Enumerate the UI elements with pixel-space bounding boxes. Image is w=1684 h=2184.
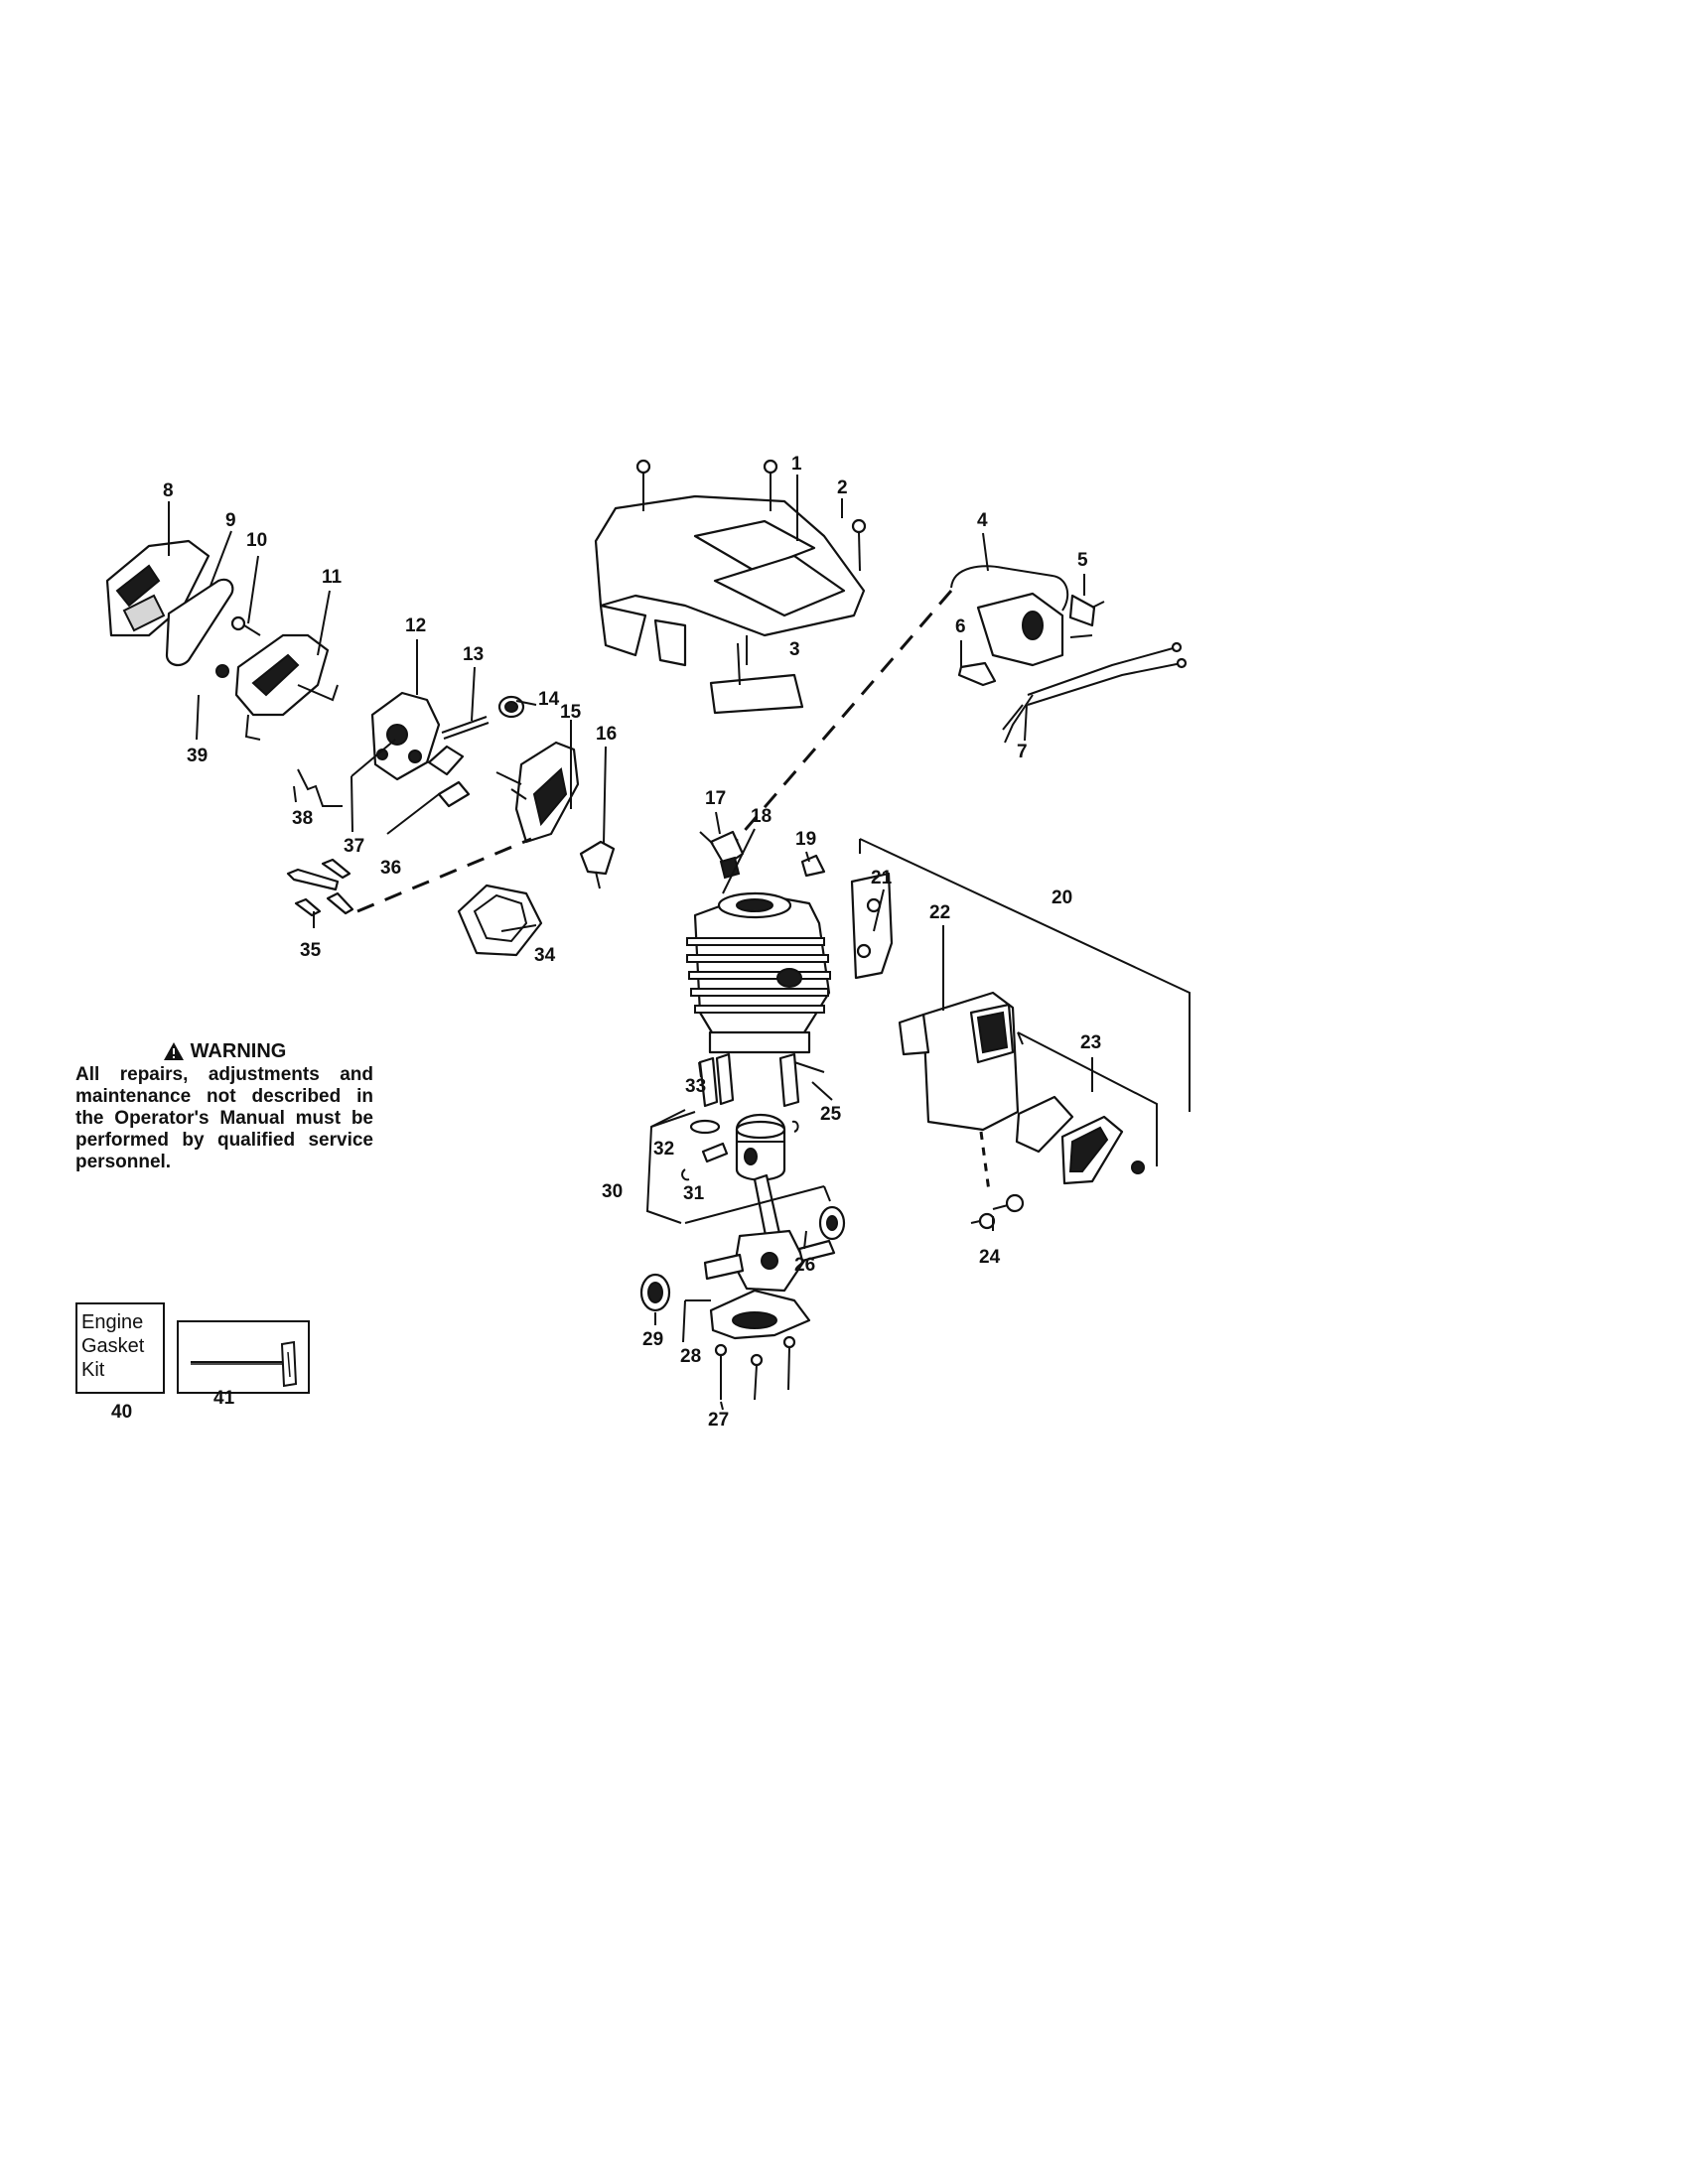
callout-15: 15 [560, 702, 582, 723]
callout-24: 24 [979, 1247, 1001, 1268]
leader-dashed-line-3 [979, 1131, 991, 1192]
piston-ring-part [689, 1119, 721, 1135]
callout-9: 9 [225, 510, 236, 531]
callout-41: 41 [213, 1388, 235, 1409]
ignition-bracket-part [957, 661, 997, 687]
callout-16: 16 [596, 724, 617, 745]
callout-33: 33 [685, 1076, 706, 1097]
muffler-plate-part [1015, 1095, 1074, 1154]
callout-28: 28 [680, 1346, 701, 1367]
warning-triangle-icon [163, 1042, 184, 1060]
piston-pin-part [701, 1142, 729, 1163]
callout-37: 37 [344, 836, 364, 857]
air-filter-cover-part [105, 539, 210, 637]
muffler-part [898, 991, 1020, 1132]
throttle-rod-part [297, 768, 343, 807]
callout-31: 31 [683, 1183, 705, 1204]
warning-title: WARNING [190, 1040, 287, 1062]
filter-screw-part [230, 615, 261, 636]
callout-3: 3 [789, 639, 800, 660]
spacer-part [427, 745, 465, 776]
bearing-part [818, 1205, 846, 1241]
callout-22: 22 [929, 902, 950, 923]
callout-4: 4 [977, 510, 988, 531]
callout-27: 27 [708, 1410, 729, 1431]
callout-35: 35 [300, 940, 322, 961]
gasket-small-part [437, 780, 471, 808]
air-filter-part [165, 578, 234, 667]
screwdriver-tool-icon [191, 1340, 298, 1388]
muffler-bracket-line [859, 838, 1191, 1112]
callout-8: 8 [163, 480, 174, 501]
callout-38: 38 [292, 808, 313, 829]
callout-21: 21 [871, 868, 893, 888]
callout-19: 19 [795, 829, 816, 850]
callout-14: 14 [538, 689, 560, 710]
callout-23: 23 [1080, 1032, 1101, 1053]
callout-7: 7 [1017, 742, 1028, 762]
kit-label: Engine Gasket Kit [81, 1311, 145, 1381]
callout-29: 29 [642, 1329, 663, 1350]
crank-seal-part [639, 1273, 671, 1312]
callout-34: 34 [534, 945, 556, 966]
callout-26: 26 [794, 1255, 815, 1276]
cover-screws [635, 459, 867, 572]
filter-gasket-part [709, 673, 804, 715]
callout-18: 18 [751, 806, 772, 827]
grommet-part [497, 695, 525, 719]
callout-10: 10 [246, 530, 267, 551]
intake-manifold-part [495, 741, 580, 844]
top-cover-part [594, 494, 866, 667]
ignition-module-part [950, 565, 1105, 667]
callout-40: 40 [111, 1402, 133, 1423]
warning-notice: WARNING All repairs, adjustments and mai… [75, 1040, 373, 1173]
warning-text: All repairs, adjustments and maintenance… [75, 1064, 373, 1172]
crankcase-part [709, 1289, 811, 1340]
choke-knob-part [579, 840, 616, 889]
callout-25: 25 [820, 1104, 842, 1125]
engine-gasket-kit-box: Engine Gasket Kit [75, 1302, 165, 1394]
callout-2: 2 [837, 478, 848, 498]
nut-part [215, 664, 229, 678]
leader-lines [168, 475, 1093, 1411]
callout-36: 36 [380, 858, 401, 879]
callout-39: 39 [187, 746, 208, 766]
muffler-bolts-part [970, 1193, 1025, 1230]
clip-part [800, 854, 826, 878]
callout-1: 1 [791, 454, 802, 475]
ignition-wire-part [1002, 641, 1188, 744]
tool-box [177, 1320, 310, 1394]
callout-11: 11 [322, 567, 343, 588]
piston-part [735, 1113, 786, 1181]
crankshaft-part [703, 1173, 836, 1293]
carburetor-part [370, 691, 441, 781]
cylinder-part [686, 891, 831, 1054]
callout-labels: 1 2 3 4 5 6 7 8 9 10 11 12 13 14 15 16 1… [163, 454, 1101, 1431]
spark-arrestor-part [1060, 1115, 1145, 1185]
circlip-part [681, 1168, 690, 1181]
muffler-gasket-part [850, 872, 894, 980]
callout-12: 12 [405, 615, 426, 636]
callout-6: 6 [955, 616, 966, 637]
spark-plug-part [699, 830, 745, 880]
callout-13: 13 [463, 644, 484, 665]
crankcase-screws-part [714, 1335, 796, 1401]
mounting-screws-part [286, 858, 354, 917]
cylinder-bolts-part [698, 1052, 825, 1108]
leader-dashed-line-2 [356, 837, 532, 913]
callout-20: 20 [1052, 887, 1072, 908]
carb-adapter-part [234, 633, 339, 741]
pin-part [441, 716, 490, 740]
callout-30: 30 [602, 1181, 623, 1202]
circlip-part-2 [791, 1120, 799, 1133]
callout-32: 32 [653, 1139, 674, 1160]
callout-5: 5 [1077, 550, 1088, 571]
warning-heading: WARNING [75, 1040, 373, 1062]
callout-17: 17 [705, 788, 726, 809]
